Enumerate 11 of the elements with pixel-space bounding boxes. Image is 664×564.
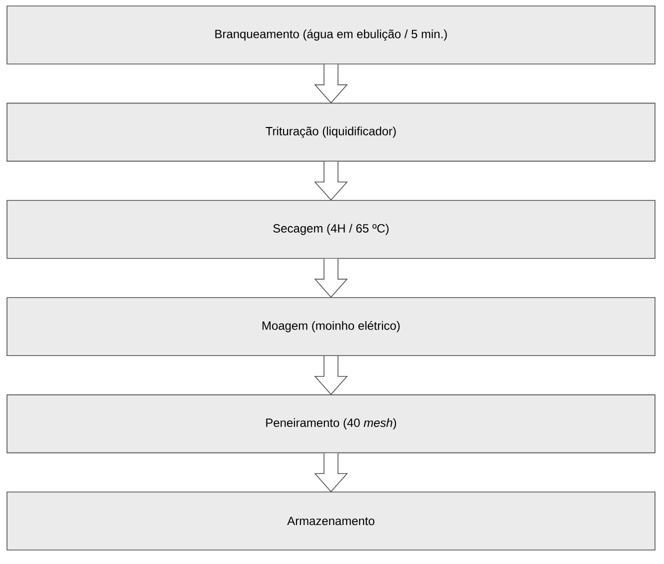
- process-box: Peneiramento (40 mesh): [6, 394, 656, 454]
- process-box: Trituração (liquidificador): [6, 102, 656, 162]
- arrow: [314, 452, 348, 492]
- arrow: [314, 64, 348, 104]
- process-box: Branqueamento (água em ebulição / 5 min.): [6, 6, 656, 64]
- process-box: Moagem (moinho elétrico): [6, 297, 656, 356]
- arrow: [314, 356, 348, 395]
- arrow: [314, 258, 348, 298]
- process-box: Secagem (4H / 65 ºC): [6, 200, 656, 259]
- process-box: Armazenamento: [6, 492, 656, 550]
- arrow: [314, 161, 348, 201]
